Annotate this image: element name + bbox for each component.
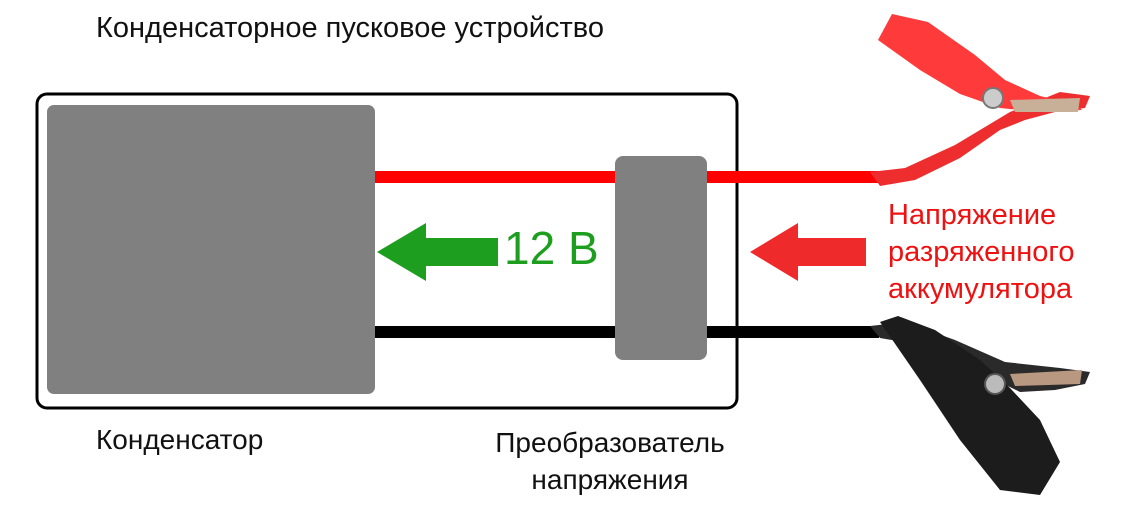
discharged-label-line2: разряженного [888,236,1075,268]
red-alligator-clip-icon [870,14,1090,186]
converter-block [615,156,707,360]
converter-label: Преобразователь напряжения [455,424,765,498]
device-housing [35,92,739,410]
discharged-battery-label: Напряжение разряженного аккумулятора [888,197,1075,308]
diagram-title: Конденсаторное пусковое устройство [96,12,604,44]
converter-label-line1: Преобразователь [495,427,725,458]
discharged-label-line3: аккумулятора [888,273,1073,305]
converter-label-line2: напряжения [531,464,689,495]
black-alligator-clip-icon [870,316,1090,495]
capacitor-block [47,105,375,394]
voltage-label: 12 В [504,222,599,274]
discharged-label-line1: Напряжение [888,199,1057,231]
green-arrow-left-icon [377,223,498,281]
red-arrow-left-icon [750,223,866,281]
capacitor-label: Конденсатор [96,424,264,455]
